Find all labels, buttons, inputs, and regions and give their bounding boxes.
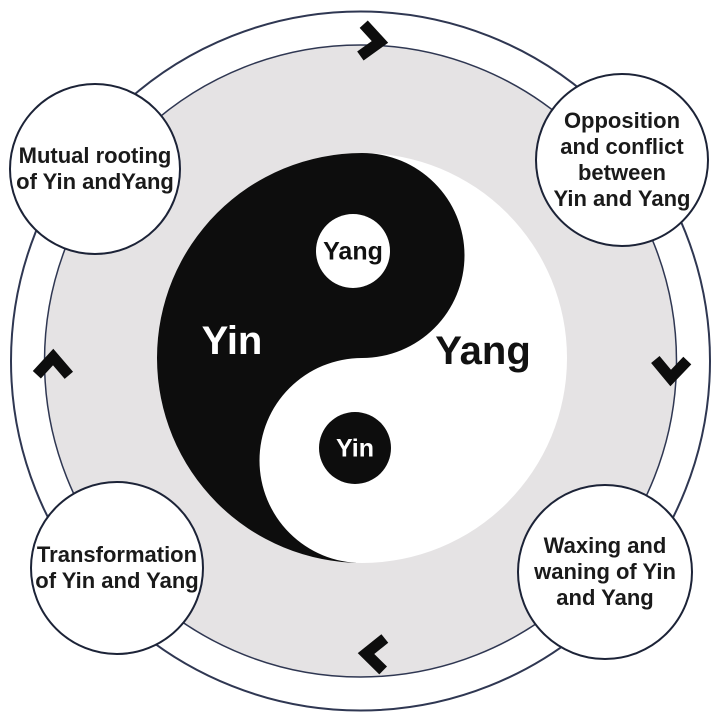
node-transformation-label: Transformation of Yin and Yang	[35, 542, 199, 593]
yin-dot-circle	[319, 412, 391, 484]
chevron-up-icon	[32, 348, 74, 379]
node-waxing-waning-label: Waxing and waning of Yin and Yang	[534, 533, 676, 610]
yin-area-label: Yin	[201, 319, 263, 363]
yang-dot-circle	[316, 214, 390, 288]
node-opposition-conflict: Opposition and conflict between Yin and …	[535, 73, 709, 247]
chevron-right-icon	[357, 20, 389, 61]
chevron-down-icon	[651, 355, 692, 387]
node-mutual-rooting: Mutual rooting of Yin andYang	[9, 83, 181, 255]
node-waxing-waning: Waxing and waning of Yin and Yang	[517, 484, 693, 660]
yang-dot-label: Yang	[323, 237, 383, 266]
yang-area-label: Yang	[435, 329, 531, 373]
yin-dot-label: Yin	[336, 434, 374, 463]
node-mutual-rooting-label: Mutual rooting of Yin andYang	[16, 143, 174, 194]
node-transformation: Transformation of Yin and Yang	[30, 481, 204, 655]
chevron-left-icon	[357, 634, 389, 675]
node-opposition-conflict-label: Opposition and conflict between Yin and …	[553, 108, 691, 211]
